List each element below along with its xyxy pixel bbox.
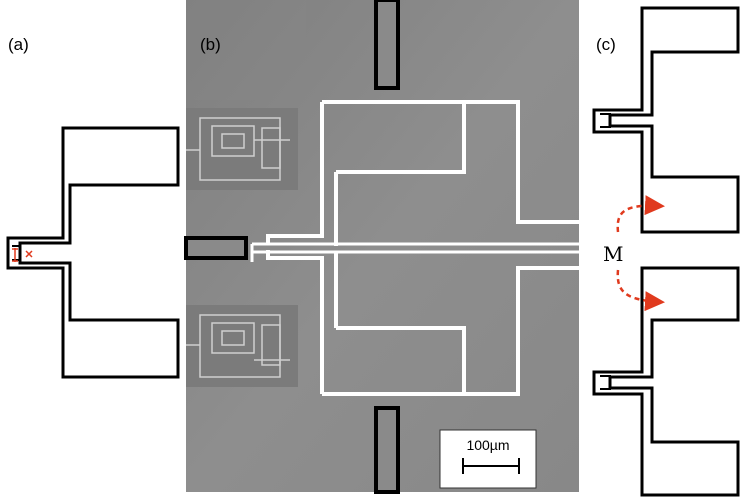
panel-c-resonator-top [592, 6, 740, 234]
scale-bar-label: 100µm [466, 437, 509, 453]
feedline [250, 242, 579, 262]
scale-bar: 100µm [439, 429, 537, 489]
left-feedline-pad [184, 236, 248, 260]
panel-b: (b) 100µm [184, 0, 579, 494]
panel-a-label: (a) [8, 35, 29, 54]
panel-c-label: (c) [596, 35, 616, 54]
squid-circuit-top [186, 108, 298, 190]
panel-b-label: (b) [200, 35, 221, 54]
panel-a: (a) [6, 35, 180, 379]
coupling-arrow-bottom [616, 269, 665, 312]
squid-circuit-bottom [186, 305, 298, 387]
coupling-arrow-top [616, 195, 665, 233]
top-pad [374, 0, 400, 90]
resonator-trace-top [266, 100, 579, 246]
panel-a-red-marker [12, 248, 33, 262]
sem-shade [186, 0, 306, 100]
panel-c: (c) M [592, 6, 740, 497]
resonator-trace-bottom [266, 250, 579, 396]
bottom-pad [374, 406, 400, 494]
panel-c-resonator-bottom [592, 266, 740, 497]
panel-a-resonator-outline [6, 126, 180, 379]
coupling-label: M [603, 242, 623, 266]
